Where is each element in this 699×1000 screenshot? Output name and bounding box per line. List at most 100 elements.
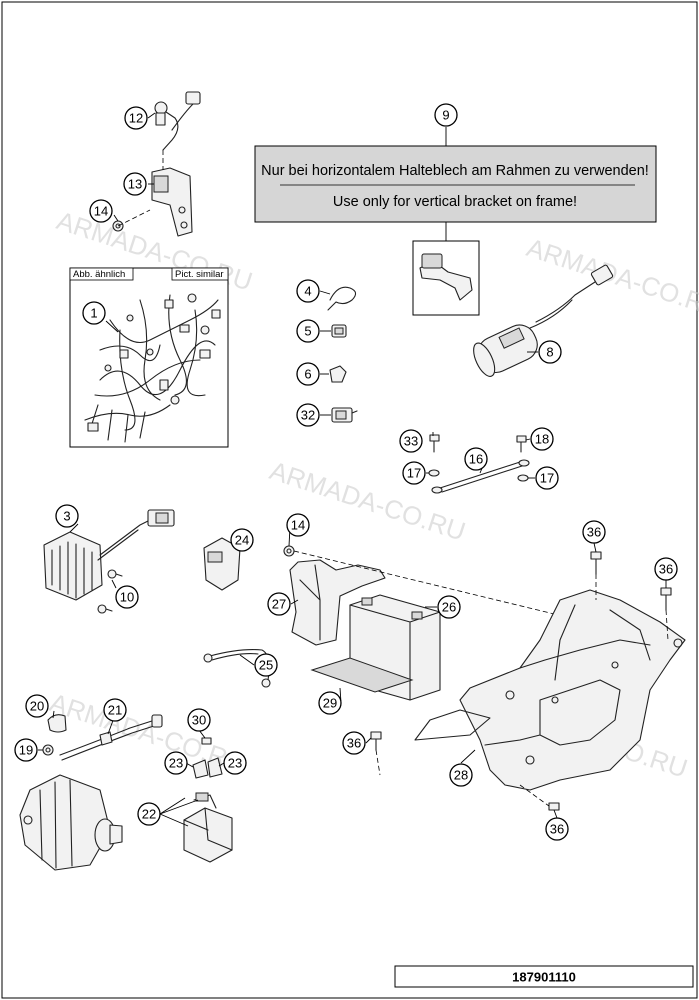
callout-29: 29 — [318, 691, 342, 715]
part-16-ground-cable — [431, 459, 530, 494]
svg-text:36: 36 — [550, 822, 564, 837]
part-12-sensor-cable — [154, 91, 201, 151]
part-10-screws — [97, 569, 123, 614]
part-29-battery-pad — [310, 657, 414, 693]
callout-33: 33 — [399, 429, 423, 453]
callout-1: 1 — [82, 301, 106, 325]
callout-28: 28 — [449, 763, 473, 787]
callout-22: 22 — [137, 802, 161, 826]
document-number-box: 187901110 — [394, 965, 694, 988]
part-6-clip — [329, 365, 347, 383]
svg-text:30: 30 — [192, 713, 206, 728]
callout-25: 25 — [254, 653, 278, 677]
callout-10: 10 — [115, 585, 139, 609]
svg-text:13: 13 — [128, 177, 142, 192]
svg-text:8: 8 — [546, 345, 553, 360]
svg-text:20: 20 — [30, 699, 44, 714]
part-27-battery-bracket — [289, 559, 386, 646]
inset-label-english: Pict. similar — [175, 269, 224, 280]
callout-24: 24 — [230, 528, 254, 552]
callout-36-a: 36 — [582, 520, 606, 544]
harness-inset: Abb. ähnlich Pict. similar — [69, 267, 229, 448]
svg-text:33: 33 — [404, 434, 418, 449]
callout-27: 27 — [267, 592, 291, 616]
callout-12: 12 — [124, 106, 148, 130]
svg-text:36: 36 — [659, 562, 673, 577]
svg-text:26: 26 — [442, 600, 456, 615]
part-21-starter-cable — [59, 714, 163, 761]
callout-16: 16 — [464, 447, 488, 471]
part-28-subframe-airbox — [414, 589, 686, 791]
part-17-washer-left — [428, 469, 440, 477]
part-5-clip — [331, 324, 347, 338]
svg-text:1: 1 — [90, 306, 97, 321]
part-19-nut — [42, 744, 54, 756]
part-24-cover — [203, 537, 241, 591]
part-32-connector — [331, 407, 358, 423]
callout-4: 4 — [296, 279, 320, 303]
document-number: 187901110 — [512, 970, 576, 985]
svg-text:12: 12 — [129, 111, 143, 126]
callout-17-right: 17 — [535, 466, 559, 490]
harness-wires — [84, 293, 221, 443]
note-text-german: Nur bei horizontalem Halteblech am Rahme… — [261, 163, 649, 179]
part-23-terminals — [192, 757, 223, 779]
callout-23-right: 23 — [223, 751, 247, 775]
callout-18: 18 — [530, 427, 554, 451]
part-17-washer-right — [517, 474, 529, 482]
svg-text:5: 5 — [304, 324, 311, 339]
svg-text:16: 16 — [469, 452, 483, 467]
svg-text:14: 14 — [94, 204, 108, 219]
svg-text:25: 25 — [259, 658, 273, 673]
callout-6: 6 — [296, 362, 320, 386]
note-text-english: Use only for vertical bracket on frame! — [333, 194, 577, 210]
callout-3: 3 — [55, 504, 79, 528]
callout-13: 13 — [123, 172, 147, 196]
svg-text:23: 23 — [169, 756, 183, 771]
callout-14b: 14 — [286, 513, 310, 537]
callout-36-d: 36 — [545, 817, 569, 841]
callout-17-left: 17 — [402, 461, 426, 485]
part-8-capacitor — [473, 264, 614, 377]
svg-text:6: 6 — [304, 367, 311, 382]
svg-text:9: 9 — [442, 108, 449, 123]
callout-36-c: 36 — [342, 731, 366, 755]
svg-text:32: 32 — [301, 408, 315, 423]
part-18-bolt — [516, 435, 527, 453]
callout-14: 14 — [89, 199, 113, 223]
callout-19: 19 — [14, 738, 38, 762]
svg-text:21: 21 — [108, 703, 122, 718]
svg-text:17: 17 — [407, 466, 421, 481]
svg-text:36: 36 — [347, 736, 361, 751]
svg-text:3: 3 — [63, 509, 70, 524]
svg-text:24: 24 — [235, 533, 249, 548]
part-14-nut-b — [283, 545, 295, 557]
callout-21: 21 — [103, 698, 127, 722]
svg-text:27: 27 — [272, 597, 286, 612]
part-3-voltage-regulator — [43, 509, 175, 601]
svg-text:18: 18 — [535, 432, 549, 447]
svg-text:10: 10 — [120, 590, 134, 605]
part-30-bolt — [201, 737, 212, 745]
inset-label-german: Abb. ähnlich — [73, 269, 125, 280]
svg-text:36: 36 — [587, 525, 601, 540]
svg-text:22: 22 — [142, 807, 156, 822]
callout-20: 20 — [25, 694, 49, 718]
svg-text:19: 19 — [19, 743, 33, 758]
callout-30: 30 — [187, 708, 211, 732]
part-33-bolt — [429, 434, 440, 453]
callout-36-b: 36 — [654, 557, 678, 581]
svg-text:14: 14 — [291, 518, 305, 533]
svg-text:17: 17 — [540, 471, 554, 486]
callout-8: 8 — [538, 340, 562, 364]
callout-9: 9 — [434, 103, 458, 127]
note-box: Nur bei horizontalem Halteblech am Rahme… — [254, 127, 657, 316]
callout-26: 26 — [437, 595, 461, 619]
svg-text:4: 4 — [304, 284, 311, 299]
callout-32: 32 — [296, 403, 320, 427]
part-20-cap — [47, 714, 67, 733]
part-4-cable-tie — [327, 286, 357, 311]
